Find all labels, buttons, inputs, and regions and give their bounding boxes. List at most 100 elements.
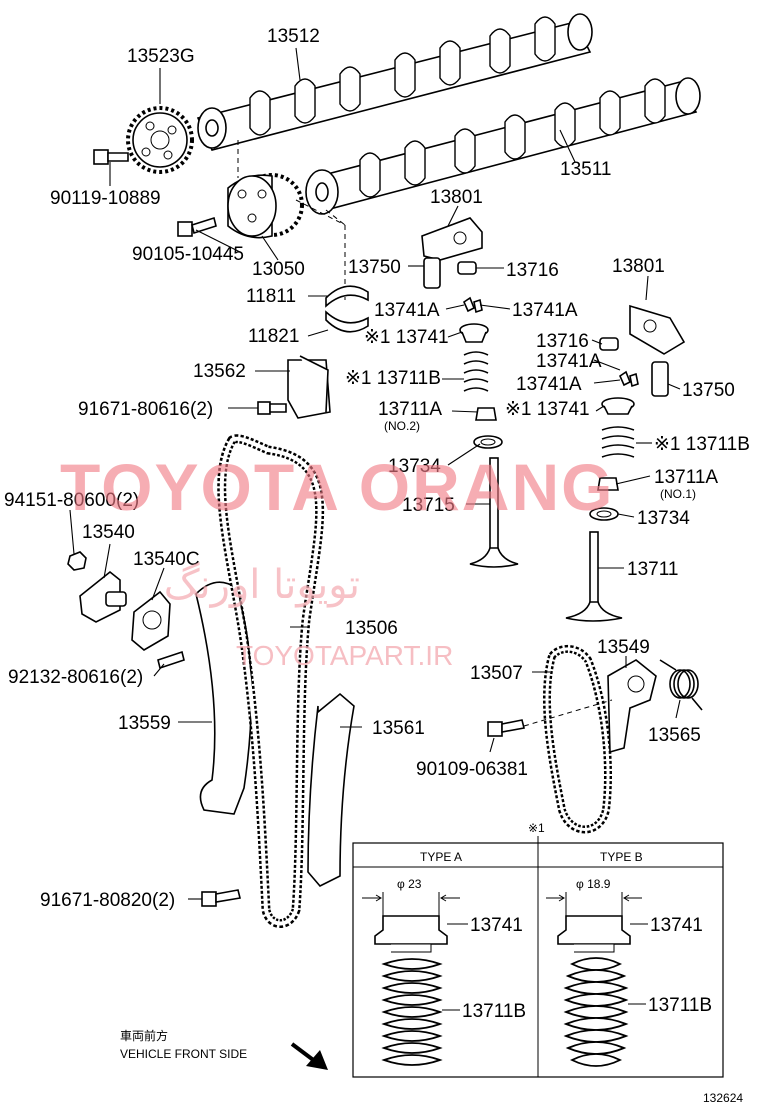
spring-types-inset: ※1 TYPE A TYPE B φ 23 13741 13711B	[352, 821, 724, 1078]
valve-intake-drawing	[565, 531, 623, 622]
label-slipper-tensioner: 13559	[118, 713, 171, 734]
label-seal-right: 13711A	[654, 467, 718, 488]
type-b-diameter: φ 18.9	[576, 877, 611, 891]
lash-pad-right-drawing	[599, 337, 619, 351]
lash-pad-upper-drawing	[457, 261, 477, 275]
chain-tensioner-arm-drawing	[607, 659, 657, 754]
label-bolt-vvt: 90105-10445	[132, 244, 244, 265]
label-bolt-arm: 90109-06381	[416, 759, 528, 780]
bolt-lower-drawing	[201, 889, 241, 907]
label-lash-adjuster-upper: 13750	[348, 257, 401, 278]
seal-right-drawing	[597, 477, 619, 491]
label-washer-upper: 13734	[388, 456, 441, 477]
bolt-arm-drawing	[487, 719, 525, 737]
label-spring-right: ※1 13711B	[654, 434, 750, 455]
spring-tensioner-drawing	[659, 659, 703, 711]
label-lash-pad-upper: 13716	[506, 260, 559, 281]
watermark-persian: تويوتا اورنگ	[164, 562, 360, 608]
label-camshaft-sprocket: 13523G	[127, 46, 195, 67]
camshaft-intake-drawing	[305, 77, 701, 215]
label-camshaft-intake: 13511	[560, 159, 611, 180]
label-keeper-right-b: 13741A	[516, 374, 582, 395]
lash-adjuster-right-drawing	[651, 361, 669, 397]
label-bearing-upper: 11811	[246, 286, 296, 307]
label-rocker-arm-upper: 13801	[430, 187, 483, 208]
direction-label-en: VEHICLE FRONT SIDE	[120, 1047, 247, 1061]
timing-chain-drawing	[217, 434, 325, 928]
label-chain-tensioner-arm: 13549	[597, 637, 650, 658]
lash-adjuster-upper-drawing	[423, 257, 441, 289]
front-arrow-icon	[290, 1042, 328, 1070]
label-washer-right: 13734	[637, 508, 690, 529]
label-timing-chain: 13506	[345, 618, 398, 639]
rocker-arm-upper-drawing	[421, 217, 483, 261]
label-valve-exhaust: 13715	[402, 495, 455, 516]
gasket-tensioner-drawing	[131, 590, 171, 651]
label-keeper-right-a: 13741A	[536, 351, 602, 372]
label-camshaft-exhaust: 13512	[267, 26, 320, 47]
label-valve-intake: 13711	[627, 559, 678, 580]
label-sub-chain: 13507	[470, 663, 523, 684]
label-chain-tensioner: 13540	[82, 522, 135, 543]
label-vvt-gear: 13050	[252, 259, 305, 280]
label-gasket-tensioner: 13540C	[133, 549, 200, 570]
label-bolt-sprocket: 90119-10889	[50, 188, 161, 209]
seal-upper-drawing	[475, 407, 497, 421]
label-chain-guide-bracket: 13562	[193, 361, 246, 382]
type-a-spring-drawing	[381, 958, 443, 1066]
type-a-diameter: φ 23	[397, 877, 422, 891]
type-a-retainer-label: 13741	[470, 915, 523, 936]
type-a-title: TYPE A	[420, 850, 462, 864]
stud-bolt-drawing	[157, 650, 185, 670]
leader-lines	[69, 47, 681, 900]
label-spring-tensioner: 13565	[648, 725, 701, 746]
label-stud-bolt: 92132-80616(2)	[8, 667, 143, 688]
valve-exhaust-drawing	[469, 457, 519, 568]
label-lash-pad-right: 13716	[536, 331, 589, 352]
vibration-damper-drawing	[307, 692, 355, 887]
label-keeper-upper-b: 13741A	[512, 300, 578, 321]
sub-chain-drawing	[542, 645, 612, 834]
label-lash-adjuster-right: 13750	[682, 380, 735, 401]
bolt-vvt-drawing	[177, 216, 217, 237]
type-b-retainer-label: 13741	[650, 915, 703, 936]
keepers-right-drawing	[618, 370, 639, 388]
label-rocker-arm-right: 13801	[612, 256, 665, 277]
diagram-number: 132624	[703, 1091, 743, 1105]
keepers-upper-drawing	[462, 296, 483, 314]
retainer-right-drawing	[601, 397, 635, 415]
watermark-url: TOYOTAPART.IR	[236, 640, 453, 671]
label-spring-upper: ※1 13711B	[345, 368, 441, 389]
spring-right-drawing	[601, 426, 635, 458]
washer-upper-drawing	[473, 435, 503, 449]
label-bearing-lower: 11821	[248, 326, 299, 347]
label-seal-upper-note: (NO.2)	[384, 419, 420, 433]
spring-upper-drawing	[463, 351, 489, 392]
label-bolt-bracket: 91671-80616(2)	[78, 399, 213, 420]
bolt-sprocket-drawing	[93, 149, 129, 165]
watermark-brand: TOYOTA ORANG	[60, 450, 614, 524]
bearing-lower-drawing	[325, 310, 369, 333]
label-vibration-damper: 13561	[372, 718, 425, 739]
label-keeper-upper-a: 13741A	[374, 300, 440, 321]
direction-label-jp: 車両前方	[120, 1028, 168, 1043]
camshaft-sprocket-drawing	[126, 106, 194, 174]
bearing-upper-drawing	[325, 285, 369, 308]
type-b-title: TYPE B	[600, 850, 643, 864]
chain-tensioner-drawing	[79, 570, 127, 623]
vvt-gear-drawing	[227, 173, 304, 239]
bolt-bracket-drawing	[257, 401, 287, 415]
nut-tensioner-drawing	[67, 551, 87, 571]
label-seal-upper: 13711A	[378, 399, 442, 420]
camshaft-exhaust-drawing	[196, 13, 593, 151]
label-nut-tensioner: 94151-80600(2)	[4, 490, 139, 511]
type-b-spring-drawing	[563, 957, 629, 1067]
label-seal-right-note: (NO.1)	[660, 487, 696, 501]
rocker-arm-right-drawing	[629, 304, 686, 355]
retainer-upper-drawing	[459, 323, 489, 343]
inset-note-mark: ※1	[528, 821, 545, 835]
type-b-spring-label: 13711B	[648, 995, 712, 1016]
label-retainer-mid: ※1 13741	[505, 399, 590, 420]
